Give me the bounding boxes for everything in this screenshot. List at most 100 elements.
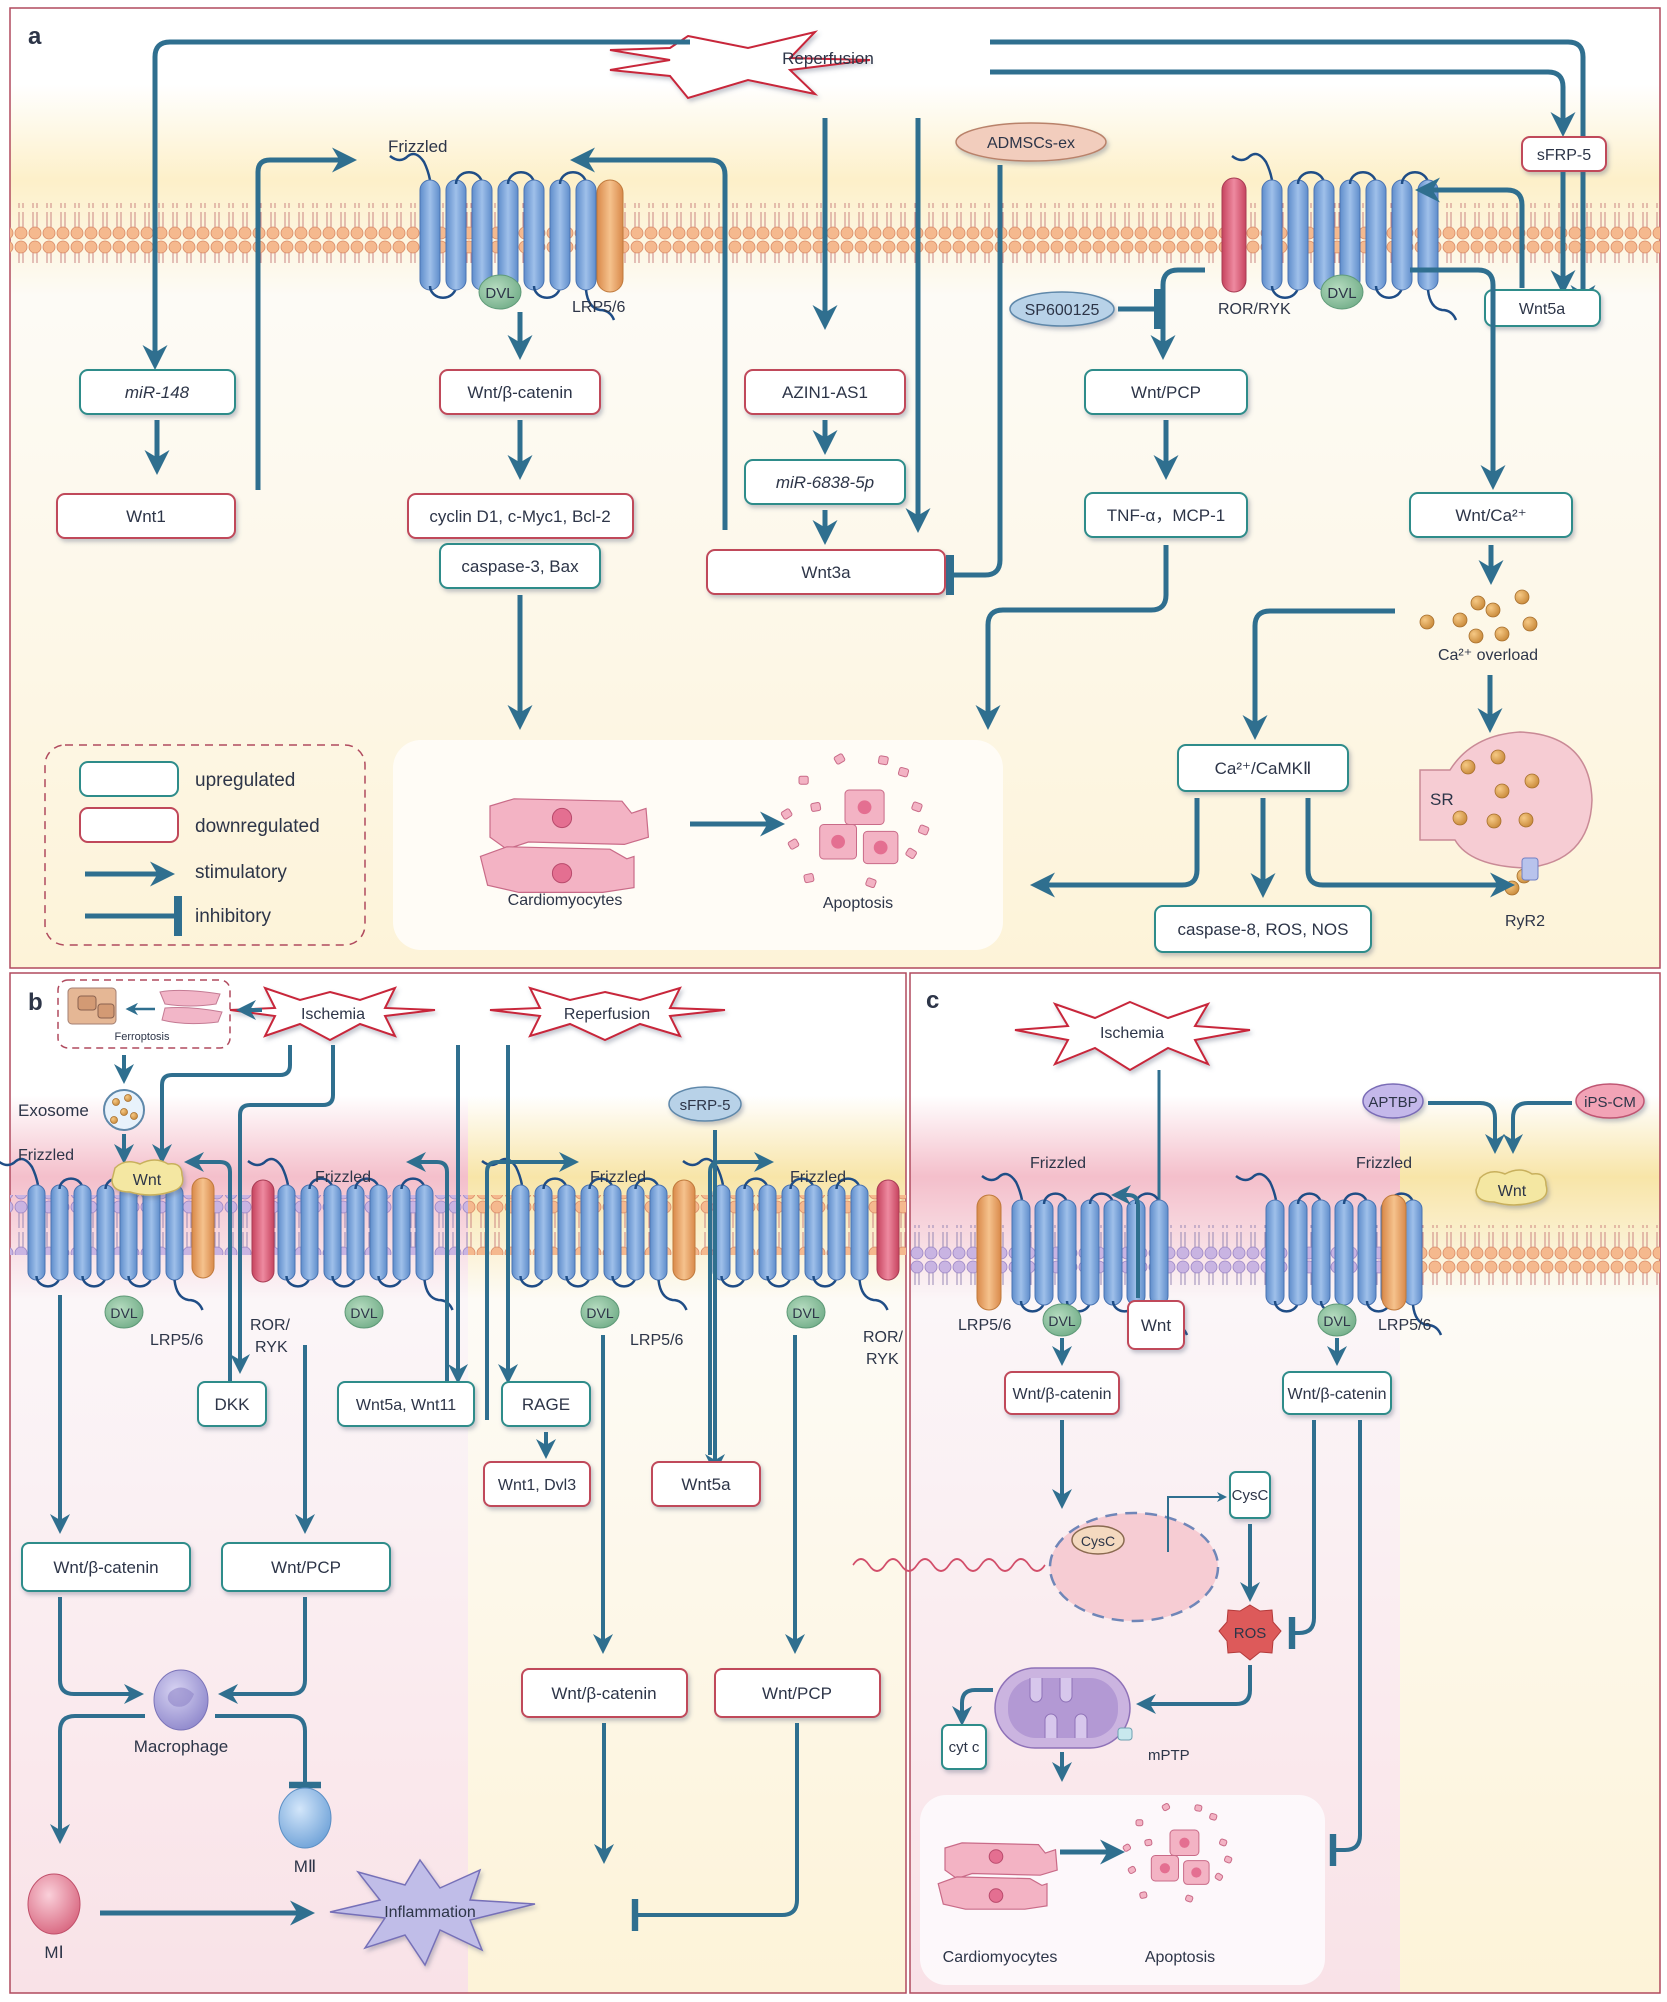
cell-fragment: [798, 775, 809, 785]
arrow-ipscm-wnt: [1503, 1101, 1572, 1154]
transmembrane-helix: [1265, 1199, 1285, 1306]
cytc-box: [941, 1724, 987, 1770]
n-terminus: [0, 1157, 40, 1186]
transmembrane-helix: [323, 1184, 342, 1281]
cell-fragment: [1122, 1843, 1132, 1852]
ror-ryk-label-a: ROR/RYK: [1218, 301, 1291, 318]
panel-c-bg-yellow: [1400, 973, 1660, 1993]
transmembrane-helix: [1357, 1199, 1377, 1306]
apoptosis-illustration-c: [1122, 1803, 1233, 1903]
cell-fragment: [787, 838, 800, 850]
arrow-frizzled-wntca: [1410, 267, 1506, 490]
wnt-bcatenin-box-a: [439, 369, 601, 415]
calcium-ion: [124, 1094, 132, 1102]
n-terminus: [1231, 152, 1274, 181]
transmembrane-helix: [277, 1184, 296, 1281]
calcium-ion: [1452, 810, 1468, 826]
wnt-bcatenin-box-c-left: [1004, 1371, 1120, 1415]
cell-fragment: [1161, 1803, 1171, 1812]
wnt1-label: Wnt1: [126, 507, 166, 526]
wnt-bcatenin-box-b-left: [21, 1542, 191, 1592]
cell-fragment: [803, 873, 815, 884]
wnt-ca-box: [1409, 492, 1573, 538]
cell-fragment: [1194, 1804, 1203, 1812]
m2-label: MⅡ: [294, 1857, 317, 1876]
arrow-tnf-apoptosis: [975, 545, 1169, 730]
arrow-aptbp-wnt: [1428, 1101, 1505, 1154]
cell-fragment: [1185, 1894, 1194, 1903]
rage-label: RAGE: [522, 1395, 570, 1414]
dvl-blob-c1: [1042, 1303, 1082, 1337]
cell-fragment: [1209, 1812, 1218, 1821]
dvl-blob-b4: [786, 1295, 826, 1329]
ror-ryk-cylinder-a: [1221, 177, 1247, 293]
dvl-label-c1: DVL: [1048, 1313, 1075, 1329]
frizzled-label-b1: Frizzled: [18, 1147, 74, 1164]
reperfusion-burst-a: [609, 30, 871, 100]
wnt1-dvl3-label: Wnt1, Dvl3: [498, 1477, 576, 1494]
sp600125-oval: [1009, 291, 1115, 327]
frizzled-label-b3: Frizzled: [590, 1169, 646, 1186]
ischemia-label-c: Ischemia: [1100, 1025, 1164, 1042]
inhibit-admscs-wnt3a: [946, 165, 1003, 595]
arrow-reperfusion-wnt5a: [990, 39, 1596, 310]
dvl-blob-c2: [1317, 1303, 1357, 1337]
mir6838-label: miR-6838-5p: [776, 473, 874, 492]
dvl-label-b3: DVL: [586, 1305, 613, 1321]
dvl-blob-a2: [1320, 274, 1364, 310]
arrow-wnt1dvl3-frizzled: [485, 1152, 579, 1420]
camk-label: Ca²⁺/CaMKⅡ: [1215, 759, 1312, 778]
lrp56-label-a: LRP5/6: [572, 299, 625, 316]
wnt-box-label-c: Wnt: [1141, 1316, 1172, 1335]
wnt-pcp-box-b-left: [221, 1542, 391, 1592]
exosome-label: Exosome: [18, 1101, 89, 1120]
transmembrane-helix: [1365, 179, 1387, 291]
transmembrane-helix: [1391, 179, 1413, 291]
transmembrane-helix: [735, 1184, 754, 1281]
wnt-bcatenin-label-c-right: Wnt/β-catenin: [1287, 1386, 1386, 1403]
frizzled-receptor-b1: [0, 1157, 204, 1311]
n-terminus: [682, 1157, 725, 1186]
cell-fate-box-a: [393, 740, 1003, 950]
arrow-wnt5a11-frizzled: [406, 1152, 449, 1392]
lrp56-cylinder-b2: [672, 1179, 696, 1281]
cell-fragment: [833, 753, 846, 765]
transmembrane-helix: [1311, 1199, 1331, 1306]
mir148-box: [79, 369, 236, 415]
wnt-bcatenin-label-a: Wnt/β-catenin: [467, 383, 572, 402]
cell-fragment: [1127, 1865, 1137, 1875]
arrow-wnt1-frizzled: [255, 147, 357, 490]
dvl-blob-a1: [478, 274, 522, 310]
calcium-ion: [1522, 616, 1538, 632]
wnt5a-label-b: Wnt5a: [681, 1475, 731, 1494]
legend-downregulated-label: downregulated: [195, 816, 320, 837]
c-terminus: [1411, 1304, 1443, 1336]
transmembrane-helix: [534, 1184, 553, 1281]
transmembrane-helix: [419, 179, 441, 291]
calcium-ion: [1518, 812, 1534, 828]
legend-frame: [44, 744, 366, 946]
calcium-ion: [1460, 759, 1476, 775]
cell-nucleus: [988, 1888, 1004, 1903]
inhibit-wntpcp-inflammation: [631, 1723, 799, 1931]
n-terminus: [389, 152, 432, 181]
lrp56-cylinder-b1: [191, 1177, 215, 1279]
admscs-ex-label: ADMSCs-ex: [987, 135, 1075, 152]
wnt5a-wnt11-box: [337, 1381, 475, 1427]
wnt5a-box-b: [651, 1461, 761, 1507]
sr-label: SR: [1430, 790, 1454, 809]
cell-nucleus: [873, 840, 888, 855]
cysc-nuclear-oval: [1071, 1525, 1125, 1555]
ferroptosis-illustration: [67, 987, 223, 1025]
legend-upregulated-label: upregulated: [195, 770, 295, 791]
cell-fragment: [1139, 1891, 1148, 1899]
cell-fragment: [865, 877, 877, 889]
arrow-nucleus-cysc: [1167, 1492, 1227, 1552]
aptbp-label: APTBP: [1368, 1094, 1417, 1111]
rage-box: [501, 1381, 591, 1427]
tnf-box: [1084, 492, 1248, 538]
transmembrane-helix: [523, 179, 545, 291]
arrow-ischemia-dkk: [230, 1045, 335, 1374]
transmembrane-helix: [1334, 1199, 1354, 1306]
wnt-pcp-box-a: [1084, 369, 1248, 415]
